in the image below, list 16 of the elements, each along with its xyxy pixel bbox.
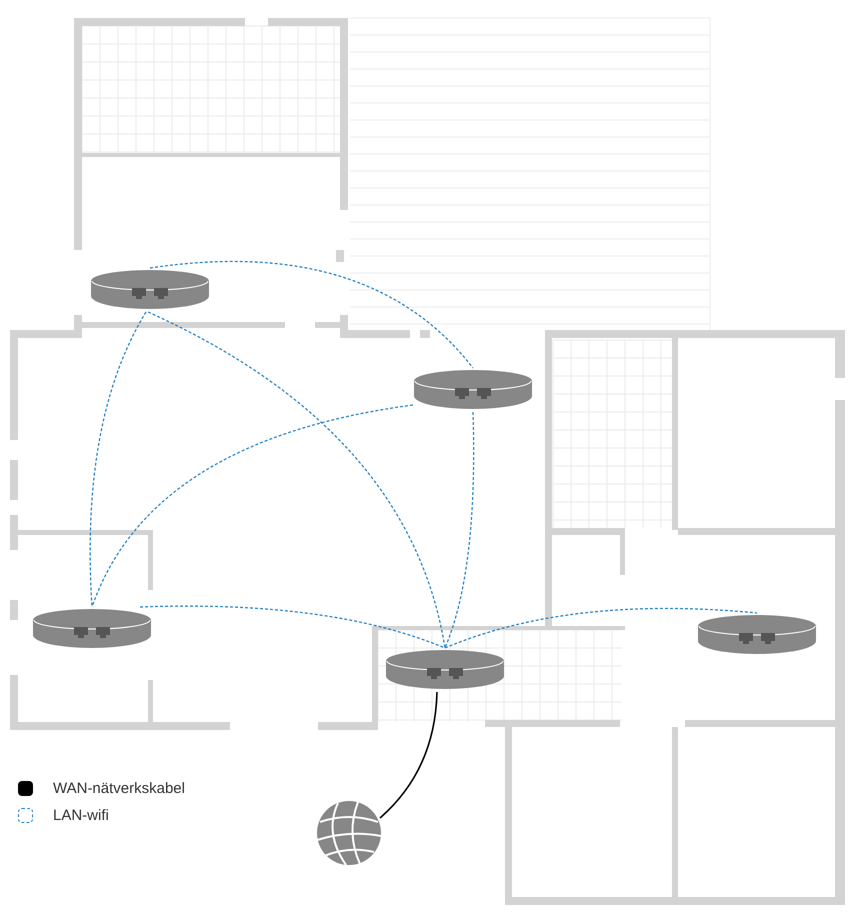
wifi-link <box>444 608 758 649</box>
wifi-link <box>444 412 474 648</box>
network-cable <box>379 692 438 819</box>
wifi-link <box>148 311 446 648</box>
router-icon <box>90 268 210 312</box>
globe-icon <box>316 800 382 866</box>
router-icon <box>413 368 533 412</box>
wifi-link <box>91 404 414 608</box>
router-icon <box>697 613 817 657</box>
router-icon <box>385 648 505 692</box>
wifi-link <box>150 261 474 368</box>
legend-label: WAN-nätverkskabel <box>53 780 185 797</box>
wifi-link <box>140 606 446 649</box>
wifi-link <box>90 312 147 608</box>
router-icon <box>32 607 152 651</box>
legend-label: LAN-wifi <box>53 807 109 824</box>
